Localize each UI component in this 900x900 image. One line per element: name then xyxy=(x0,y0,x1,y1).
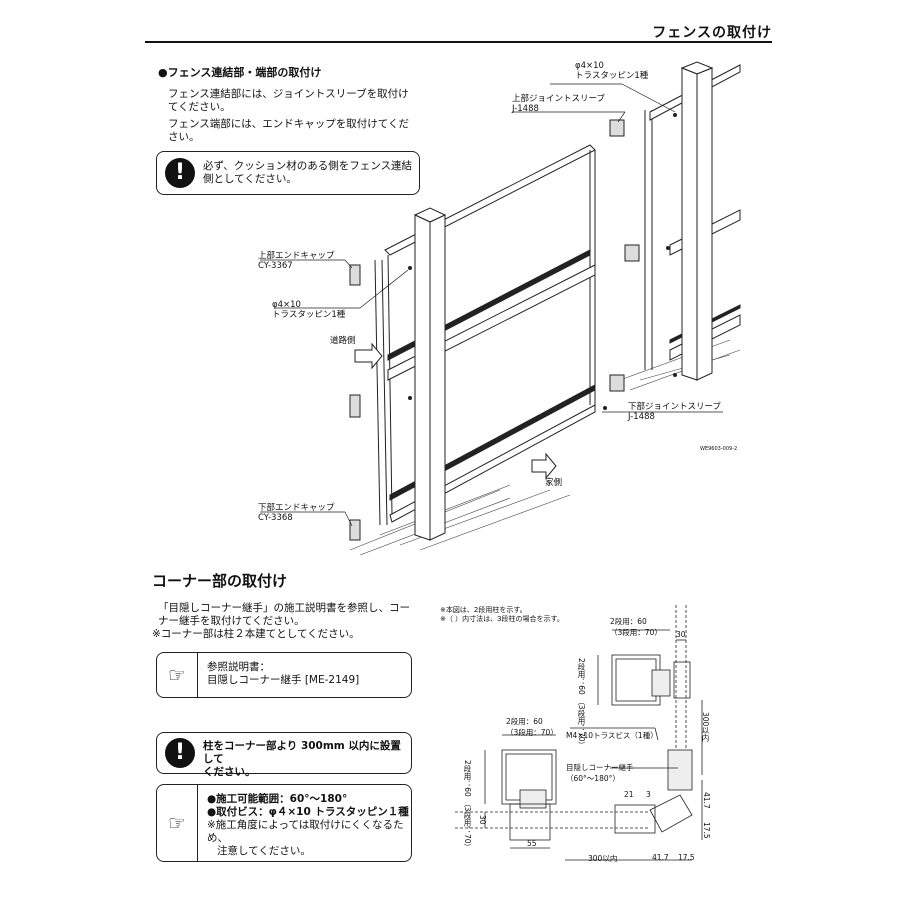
fence-assembly-diagram xyxy=(260,61,741,556)
mid-top-dim-1: 2段用：60 xyxy=(506,717,543,726)
within-300-horizontal: 300以内 xyxy=(588,854,618,863)
section2-line3: ※コーナー部は柱２本建てとしてください。 xyxy=(152,628,360,640)
dim-30-left: 30 xyxy=(478,815,487,825)
lower-joint-name: 下部ジョイントスリーブ xyxy=(628,402,721,412)
left-post xyxy=(413,207,447,541)
dim-30-top: 30 xyxy=(676,630,686,639)
header-rule xyxy=(145,41,772,43)
dim-17-5-horizontal: 17.5 xyxy=(678,853,695,862)
top-dim-1: 2段用：60 xyxy=(610,617,647,626)
upper-cap-label: 上部エンドキャップ CY-3367 xyxy=(258,251,335,271)
road-side-label: 道路側 xyxy=(330,336,356,346)
pin-top-label: φ4×10 トラスタッピン1種 xyxy=(575,61,648,81)
drawing-number: WE9603-009-2 xyxy=(700,446,738,452)
upper-joint-label: 上部ジョイントスリーブ J-1488 xyxy=(512,94,605,114)
screw-label: M4×10トラスビス（1種） xyxy=(566,731,658,740)
lower-cap-label: 下部エンドキャップ CY-3368 xyxy=(258,503,335,523)
lower-cap-name: 下部エンドキャップ xyxy=(258,503,335,513)
page-title: フェンスの取付け xyxy=(652,25,772,41)
pin-top-name: トラスタッピン1種 xyxy=(575,71,649,81)
warning-line2: 側としてください。 xyxy=(203,173,297,185)
pin-left-name: トラスタッピン1種 xyxy=(272,310,346,320)
top-dim-2: （3段用：70） xyxy=(610,628,662,637)
upper-cap-code: CY-3367 xyxy=(258,261,293,271)
diagram2-note2: ※（ ）内寸法は、3段柱の場合を示す。 xyxy=(440,615,564,623)
dim-55: 55 xyxy=(527,839,537,848)
house-side-label: 家側 xyxy=(545,478,563,488)
tapping-pins xyxy=(408,113,677,410)
top-dim-label: 2段用：60 （3段用：70） xyxy=(610,616,662,638)
section2-line2: ナー継手を取付けてください。 xyxy=(158,615,305,627)
corner-joint-label: 目隠しコーナー継手 （60°～180°） xyxy=(566,762,634,784)
section1-para2: フェンス端部には、エンドキャップを取付けてくだ さい。 xyxy=(168,118,409,144)
info-line4: 注意してください。 xyxy=(217,845,311,857)
lower-joint-code: J-1488 xyxy=(628,412,655,422)
upper-joint-code: J-1488 xyxy=(512,104,539,114)
pin-top-spec: φ4×10 xyxy=(575,61,604,71)
pin-left-spec: φ4×10 xyxy=(272,300,301,310)
warning2-line2: ください。 xyxy=(203,766,256,778)
warning-box-300mm: ! 柱をコーナー部より 300mm 以内に設置して ください。 xyxy=(156,732,412,778)
section2-line1: 「目隠しコーナー継手」の施工説明書を参照し、コー xyxy=(158,602,410,614)
joint-name: 目隠しコーナー継手 xyxy=(566,763,634,772)
corner-dimension-diagram xyxy=(455,605,703,861)
section1-heading: ●フェンス連結部・端部の取付け xyxy=(158,66,322,79)
joint-sleeves xyxy=(349,119,640,541)
warning-line1: 必ず、クッション材のある側をフェンス連結 xyxy=(203,160,413,172)
reference-line1: 参照説明書： xyxy=(207,661,270,673)
para2-line1: フェンス端部には、エンドキャップを取付けてくだ xyxy=(168,118,409,130)
info-line1: ●施工可能範囲：60°～180° xyxy=(207,793,348,805)
left-dim-label: 2段用：60 （3段用：70） xyxy=(462,760,473,851)
left-dim-1: 2段用：60 xyxy=(463,760,472,797)
diagram2-notes: ※本図は、2段用柱を示す。 ※（ ）内寸法は、3段柱の場合を示す。 xyxy=(440,606,564,624)
corner-drawing xyxy=(455,605,703,861)
exclamation-icon: ! xyxy=(165,158,195,188)
pin-left-label: φ4×10 トラスタッピン1種 xyxy=(272,300,345,320)
info-text: ●施工可能範囲：60°～180° ●取付ビス：φ４×10 トラスタッピン１種 ※… xyxy=(207,793,411,858)
section1-para1: フェンス連結部には、ジョイントスリーブを取付け てください。 xyxy=(168,88,409,114)
warning-box-cushion: ! 必ず、クッション材のある側をフェンス連結 側としてください。 xyxy=(156,151,420,195)
reference-line2: 目隠しコーナー継手 [ME-2149] xyxy=(207,674,360,686)
mid-top-dim-label: 2段用：60 （3段用：70） xyxy=(506,716,558,738)
side-dim-label: 2段用：60 （3段用：70） xyxy=(576,658,587,749)
section2-para: 「目隠しコーナー継手」の施工説明書を参照し、コー ナー継手を取付けてください。 … xyxy=(152,602,410,641)
lower-joint-label: 下部ジョイントスリーブ J-1488 xyxy=(628,402,721,422)
warning2-line1: 柱をコーナー部より 300mm 以内に設置して xyxy=(203,740,401,765)
left-end-frame xyxy=(374,259,388,526)
warning2-text: 柱をコーナー部より 300mm 以内に設置して ください。 xyxy=(203,740,411,779)
para1-line2: てください。 xyxy=(168,101,231,113)
dim-17-5-vertical: 17.5 xyxy=(702,822,711,839)
mid-top-dim-2: （3段用：70） xyxy=(506,728,558,737)
para2-line2: さい。 xyxy=(168,131,200,143)
lower-cap-code: CY-3368 xyxy=(258,513,293,523)
left-dim-2: （3段用：70） xyxy=(463,799,472,852)
dim-3: 3 xyxy=(646,790,651,799)
right-post xyxy=(680,61,714,381)
dim-41-7-horizontal: 41.7 xyxy=(652,853,669,862)
reference-text: 参照説明書： 目隠しコーナー継手 [ME-2149] xyxy=(207,661,359,687)
info-line3: ※施工角度によっては取付けにくくなるため、 xyxy=(207,819,404,844)
upper-joint-name: 上部ジョイントスリーブ xyxy=(512,94,605,104)
reference-box: ☞ 参照説明書： 目隠しコーナー継手 [ME-2149] xyxy=(156,652,412,698)
pointing-hand-icon: ☞ xyxy=(157,785,198,861)
pointing-hand-icon: ☞ xyxy=(157,653,198,697)
exclamation-icon: ! xyxy=(165,738,195,768)
direction-arrows xyxy=(354,342,557,480)
upper-cap-name: 上部エンドキャップ xyxy=(258,251,335,261)
diagram2-note1: ※本図は、2段用柱を示す。 xyxy=(440,606,527,614)
info-box: ☞ ●施工可能範囲：60°～180° ●取付ビス：φ４×10 トラスタッピン１種… xyxy=(156,784,412,862)
side-dim-2: （3段用：70） xyxy=(577,697,586,750)
dim-21: 21 xyxy=(624,790,634,799)
joint-range: （60°～180°） xyxy=(566,774,620,783)
dim-41-7-vertical: 41.7 xyxy=(702,792,711,809)
section2-heading: コーナー部の取付け xyxy=(152,572,288,590)
side-dim-1: 2段用：60 xyxy=(577,658,586,695)
leader-lines xyxy=(260,83,723,527)
info-line2: ●取付ビス：φ４×10 トラスタッピン１種 xyxy=(207,806,409,818)
within-300-vertical: 300以内 xyxy=(701,712,710,742)
para1-line1: フェンス連結部には、ジョイントスリーブを取付け xyxy=(168,88,409,100)
warning-text: 必ず、クッション材のある側をフェンス連結 側としてください。 xyxy=(203,160,412,186)
